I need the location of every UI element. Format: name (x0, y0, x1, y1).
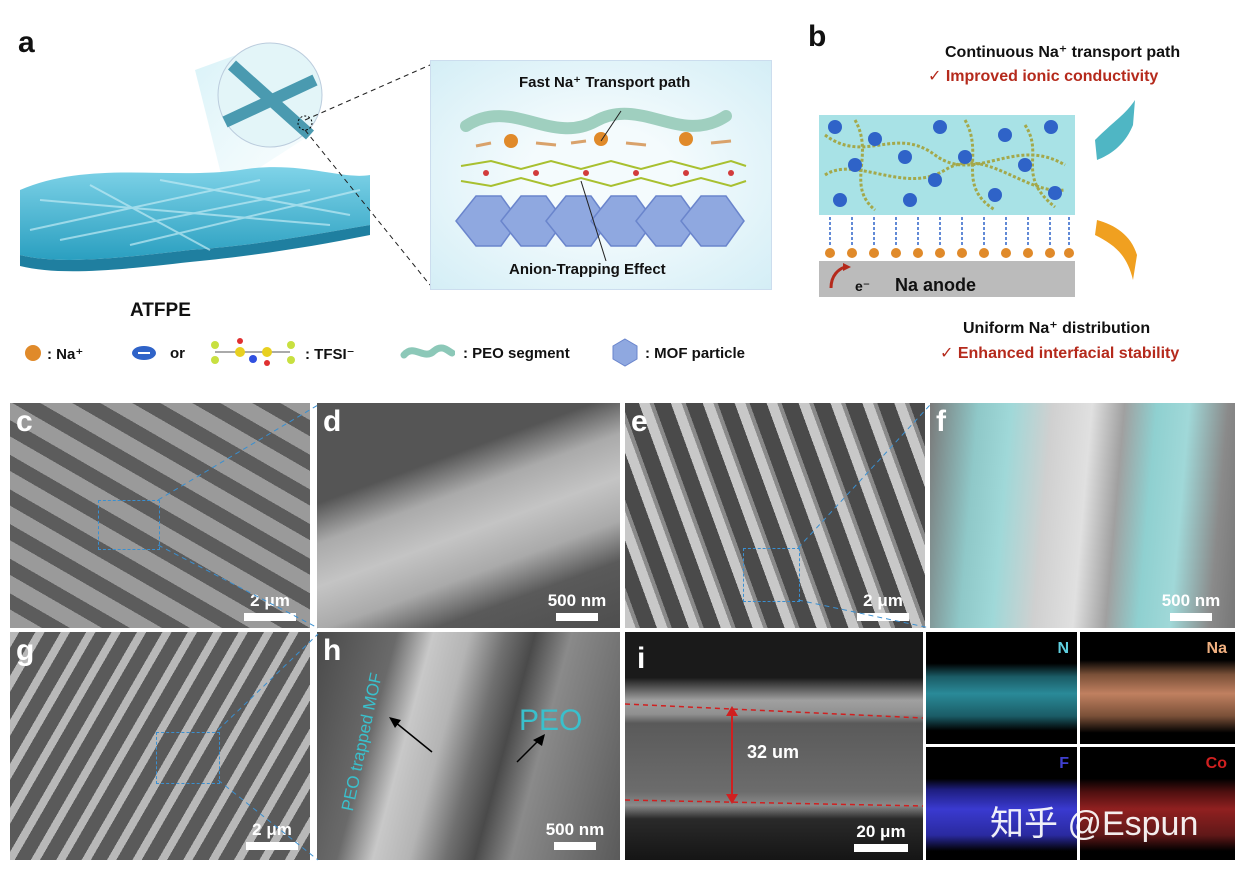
panel-label-f: f (936, 405, 946, 438)
sem-panel-c: c 2 μm (10, 403, 310, 628)
top-title: Continuous Na⁺ transport path (945, 44, 1181, 61)
eds-n-label: N (1057, 640, 1069, 657)
atfpe-label: ATFPE (130, 300, 191, 321)
thickness-label: 32 um (747, 742, 800, 762)
na-ion-icon (25, 345, 41, 361)
peo-label: PEO (519, 704, 583, 737)
scale-bar-c: 2 μm (240, 591, 300, 621)
scale-bar-g-label: 2 μm (252, 820, 292, 839)
sem-panel-e: e 2 μm (625, 403, 925, 628)
legend: : Na⁺ or : TFSI⁻ : PEO segment : MOF par… (15, 335, 795, 375)
panel-label-d: d (323, 405, 342, 438)
zoom-dashed-lines (304, 64, 431, 286)
scale-bar-d: 500 nm (542, 591, 612, 621)
electrolyte-interface-diagram (819, 100, 1137, 297)
panel-label-b: b (808, 20, 827, 53)
panel-label-c: c (16, 405, 33, 438)
scale-bar-e: 2 μm (853, 591, 913, 621)
scale-bar-i-label: 20 μm (856, 822, 906, 841)
scale-bar-c-label: 2 μm (250, 591, 290, 610)
watermark: 知乎 @Espun (990, 805, 1199, 843)
panel-label-h: h (323, 634, 342, 667)
transport-mechanism-inset: Fast Na⁺ Transport path Anion-Trapping E… (430, 60, 772, 290)
zoom-lines-row1 (157, 404, 931, 629)
sem-panel-g: g 2 μm (10, 632, 310, 860)
bottom-benefit: ✓ Enhanced interfacial stability (940, 345, 1180, 362)
panel-label-i: i (637, 642, 646, 675)
na-anode-label: Na anode (895, 275, 977, 295)
top-benefit: ✓ Improved ionic conductivity (928, 68, 1159, 85)
scale-bar-f-label: 500 nm (1161, 591, 1221, 610)
legend-mof: : MOF particle (645, 345, 746, 362)
scale-bar-d-label: 500 nm (547, 591, 607, 610)
annotation-arrows-h (389, 717, 545, 763)
mof-particle-icon (612, 338, 638, 367)
anion-icon (132, 346, 156, 360)
eds-map-na: Na (1080, 632, 1235, 744)
panel-label-g: g (16, 634, 35, 667)
eds-map-co: Co (1080, 747, 1235, 860)
electron-label: e⁻ (855, 278, 871, 294)
sem-panel-i: i 32 um 20 μm (625, 632, 923, 860)
thickness-markers (625, 703, 923, 807)
sem-panel-d: d 500 nm (317, 403, 620, 628)
scale-bar-i: 20 μm (847, 822, 915, 852)
legend-peo: : PEO segment (463, 345, 570, 362)
legend-na: : Na⁺ (47, 346, 84, 363)
zoom-box-e (743, 548, 800, 602)
eds-map-f: F (926, 747, 1077, 860)
zoom-lines-row2 (217, 633, 319, 861)
mechanism-drawing (455, 107, 747, 261)
eds-na-label: Na (1206, 640, 1227, 657)
scale-bar-g: 2 μm (242, 820, 302, 850)
scale-bar-e-label: 2 μm (863, 591, 903, 610)
scale-bar-f: 500 nm (1155, 591, 1227, 621)
sem-panel-f: f 500 nm (930, 403, 1235, 628)
zoom-box-c (98, 500, 160, 550)
scale-bar-h-label: 500 nm (545, 820, 605, 839)
eds-f-label: F (1059, 755, 1069, 772)
eds-map-n: N (926, 632, 1077, 744)
zoom-box-g (156, 732, 220, 784)
panel-label-a: a (18, 26, 35, 59)
legend-or: or (170, 345, 185, 362)
scale-bar-h: 500 nm (539, 820, 611, 850)
eds-co-label: Co (1205, 755, 1227, 772)
sem-panel-h: h PEO trapped MOF PEO 500 nm (317, 632, 620, 860)
atfpe-membrane-illustration (20, 42, 370, 272)
tfsi-molecule-icon (211, 338, 295, 366)
anion-trapping-label: Anion-Trapping Effect (509, 261, 666, 278)
panel-label-e: e (631, 405, 648, 438)
peo-segment-icon (400, 344, 455, 359)
bottom-title: Uniform Na⁺ distribution (963, 320, 1151, 337)
fast-transport-label: Fast Na⁺ Transport path (519, 74, 691, 91)
legend-tfsi: : TFSI⁻ (305, 346, 355, 363)
